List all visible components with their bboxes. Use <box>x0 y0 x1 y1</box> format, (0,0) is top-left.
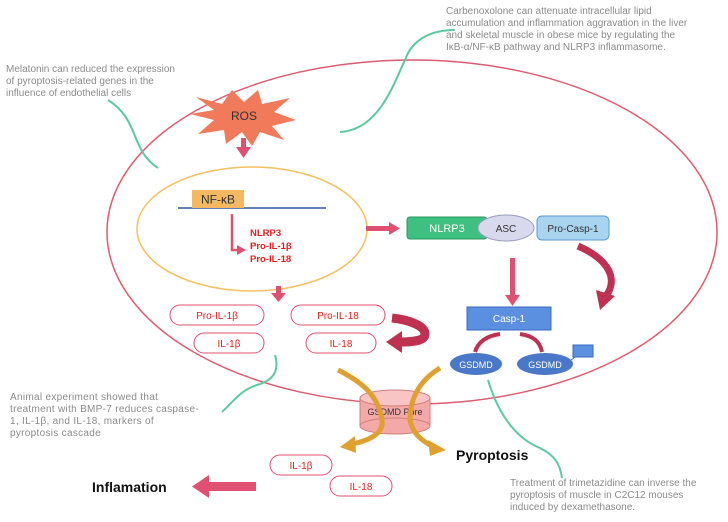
inflammation-label: Inflamation <box>92 479 167 495</box>
nlrp3-label: NLRP3 <box>429 223 464 235</box>
gsdmd-right-label: GSDMD <box>528 360 562 370</box>
ros-label: ROS <box>231 109 257 123</box>
il18-inner-pill <box>305 332 377 354</box>
pyroptosis-label: Pyroptosis <box>456 447 529 463</box>
arrow-pro-il-shaft <box>276 286 281 294</box>
il1b-outer-pill <box>269 454 333 476</box>
orange-arrow-left-head <box>340 436 356 453</box>
ros-burst <box>190 90 296 146</box>
arrow-ros-shaft <box>241 138 246 148</box>
pore-bottom <box>359 417 431 435</box>
procasp1-box <box>536 215 610 241</box>
gsdmd-left-label: GSDMD <box>459 360 493 370</box>
arrow-split-left <box>473 332 501 353</box>
pore-label: GSDMD Pore <box>367 407 422 417</box>
asc-node <box>477 214 535 242</box>
il18-outer-label: IL-18 <box>350 482 373 493</box>
arrow-to-nlrp3-shaft <box>366 226 390 231</box>
arrow-casp1-shaft <box>510 258 515 296</box>
arrow-nfkb-genes-head <box>237 245 246 255</box>
il18-inner-label: IL-18 <box>330 339 353 350</box>
note-bmp7: Animal experiment showed that treatment … <box>10 392 199 439</box>
gsdmd-right <box>517 353 573 375</box>
procasp1-label: Pro-Casp-1 <box>547 224 599 235</box>
connector-carbenoxolone <box>339 29 456 133</box>
gsdmd-fragment <box>572 344 594 358</box>
curved-arrow-casp-il-head <box>386 331 402 353</box>
nfkb-box <box>192 190 244 208</box>
orange-arrow-left-in <box>336 367 385 447</box>
il1b-inner-pill <box>193 332 265 354</box>
nfkb-label: NF-κB <box>201 193 235 207</box>
il18-outer-pill <box>329 475 393 497</box>
gene-nlrp3: NLRP3 <box>250 228 281 239</box>
casp1-box <box>466 306 552 331</box>
note-melatonin: Melatonin can reduced the expression of … <box>6 64 175 99</box>
gsdmd-left <box>450 353 502 375</box>
arrow-to-nlrp3-head <box>389 222 400 235</box>
orange-arrow-right-head <box>428 440 446 456</box>
arrow-split-right <box>519 332 544 353</box>
gene-pro-il1b: Pro-IL-1β <box>250 241 292 252</box>
il1b-inner-label: IL-1β <box>218 339 241 350</box>
orange-arrow-right-in <box>407 365 442 449</box>
casp1-label: Casp-1 <box>493 314 526 325</box>
pro-il18-pill <box>290 304 386 326</box>
note-trimetazidine: Treatment of trimetazidine can inverse t… <box>510 478 697 513</box>
pro-il1b-label: Pro-IL-1β <box>196 311 238 322</box>
pro-il1b-pill <box>169 304 265 326</box>
arrow-ros-head <box>236 147 251 158</box>
arrow-pro-il-head <box>271 293 286 302</box>
curved-arrow-procasp <box>576 242 615 299</box>
asc-label: ASC <box>496 224 517 235</box>
curved-arrow-procasp-head <box>596 290 615 310</box>
connector-bmp7 <box>221 354 278 413</box>
curved-arrow-casp-il <box>391 313 430 347</box>
il1b-outer-label: IL-1β <box>290 461 313 472</box>
arrow-nfkb-genes <box>230 214 238 252</box>
gene-pro-il18: Pro-IL-18 <box>250 254 291 265</box>
pro-il18-label: Pro-IL-18 <box>317 311 359 322</box>
arrow-casp1-head <box>505 295 520 306</box>
arrow-inflammation-head <box>192 475 209 498</box>
connector-melatonin <box>107 99 159 169</box>
arrow-inflammation-shaft <box>208 482 256 491</box>
connector-trimetazidine <box>487 379 563 479</box>
note-carbenoxolone: Carbenoxolone can attenuate intracellula… <box>446 6 688 53</box>
